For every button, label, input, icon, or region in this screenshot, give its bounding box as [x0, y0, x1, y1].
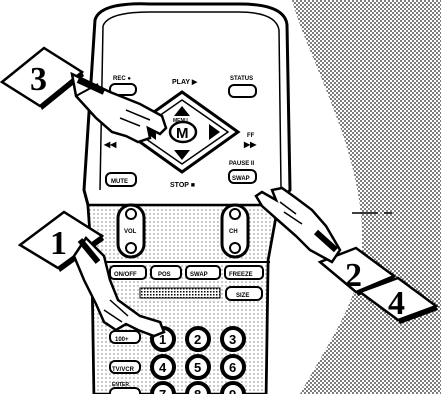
vol-rocker[interactable]: VOL [118, 205, 144, 257]
step-number-2: 2 [345, 257, 362, 294]
grille [140, 288, 220, 298]
status-button[interactable] [229, 85, 256, 97]
hundred-plus-label: 100+ [115, 337, 129, 343]
pause-label: PAUSE II [229, 161, 255, 167]
stop-label: STOP ■ [170, 182, 195, 189]
digit-label: 2 [194, 332, 201, 347]
ff-label: FF [247, 133, 255, 139]
freeze-label: FREEZE [229, 272, 253, 278]
vol-label: VOL [124, 229, 137, 235]
step-number-3: 3 [30, 61, 47, 98]
pos-label: POS [158, 272, 171, 278]
ch-rocker[interactable]: CH [222, 205, 248, 257]
shadow-backdrop [292, 0, 441, 394]
digit-key[interactable]: 9 [222, 383, 244, 394]
step-number-1: 1 [50, 225, 67, 262]
size-label: SIZE [236, 293, 249, 299]
enter-button[interactable] [110, 388, 140, 394]
digit-key[interactable]: 3 [222, 328, 244, 350]
onoff-label: ON/OFF [114, 272, 137, 278]
digit-key[interactable]: 2 [187, 328, 209, 350]
digit-key[interactable]: 5 [187, 356, 209, 378]
tv-vcr-label: TV/VCR [112, 367, 135, 373]
digit-key[interactable]: 4 [152, 356, 174, 378]
digit-key[interactable]: 7 [152, 383, 174, 394]
status-label: STATUS [230, 76, 253, 82]
digit-label: 5 [194, 360, 201, 375]
ch-label: CH [229, 229, 238, 235]
digit-label: 4 [159, 360, 167, 375]
rew-icon: ◀◀ [103, 140, 117, 149]
digit-label: 8 [194, 387, 201, 394]
play-label: PLAY ▶ [172, 79, 198, 86]
digit-key[interactable]: 6 [222, 356, 244, 378]
digit-key[interactable]: 8 [187, 383, 209, 394]
swap-label: SWAP [232, 176, 250, 182]
ff-arrow-icon: ▶▶ [243, 140, 257, 149]
number-keypad: 1 2 3 4 5 6 7 8 9 [152, 328, 244, 394]
digit-label: 7 [159, 387, 166, 394]
digit-label: 9 [229, 387, 236, 394]
mute-label: MUTE [111, 179, 128, 185]
swap2-label: SWAP [190, 272, 208, 278]
menu-button-letter: M [176, 125, 189, 142]
digit-label: 3 [229, 332, 236, 347]
rec-label: REC ● [113, 76, 131, 82]
step-number-4: 4 [388, 285, 405, 322]
digit-label: 6 [229, 360, 236, 375]
